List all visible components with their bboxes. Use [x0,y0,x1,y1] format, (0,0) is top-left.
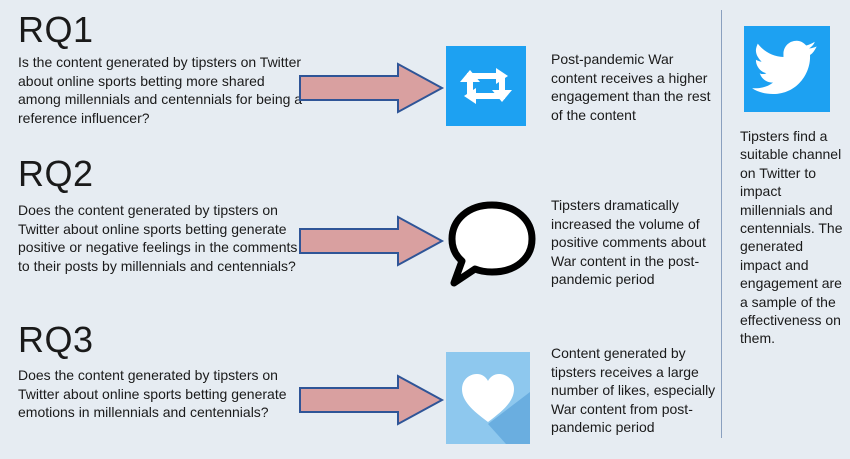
rq3-question: Does the content generated by tipsters o… [18,367,287,420]
vertical-divider [721,10,722,438]
rq2-finding: Tipsters dramatically increased the volu… [551,197,706,287]
twitter-bird-icon [744,26,830,112]
rq1-finding: Post-pandemic War content receives a hig… [551,51,711,123]
heart-icon [446,352,530,444]
rq2-title: RQ2 [18,153,94,194]
rq2-question: Does the content generated by tipsters o… [18,202,298,274]
rq3-finding: Content generated by tipsters receives a… [551,345,716,435]
speech-bubble-icon [446,197,538,289]
rq3-arrow [299,374,445,426]
rq1-arrow [299,62,445,114]
rq1-title: RQ1 [18,9,94,50]
rq3-title: RQ3 [18,319,94,360]
conclusion-text: Tipsters find a suitable channel on Twit… [740,128,843,347]
rq2-arrow [299,215,445,267]
retweet-icon [446,46,526,126]
rq1-question: Is the content generated by tipsters on … [18,54,303,126]
